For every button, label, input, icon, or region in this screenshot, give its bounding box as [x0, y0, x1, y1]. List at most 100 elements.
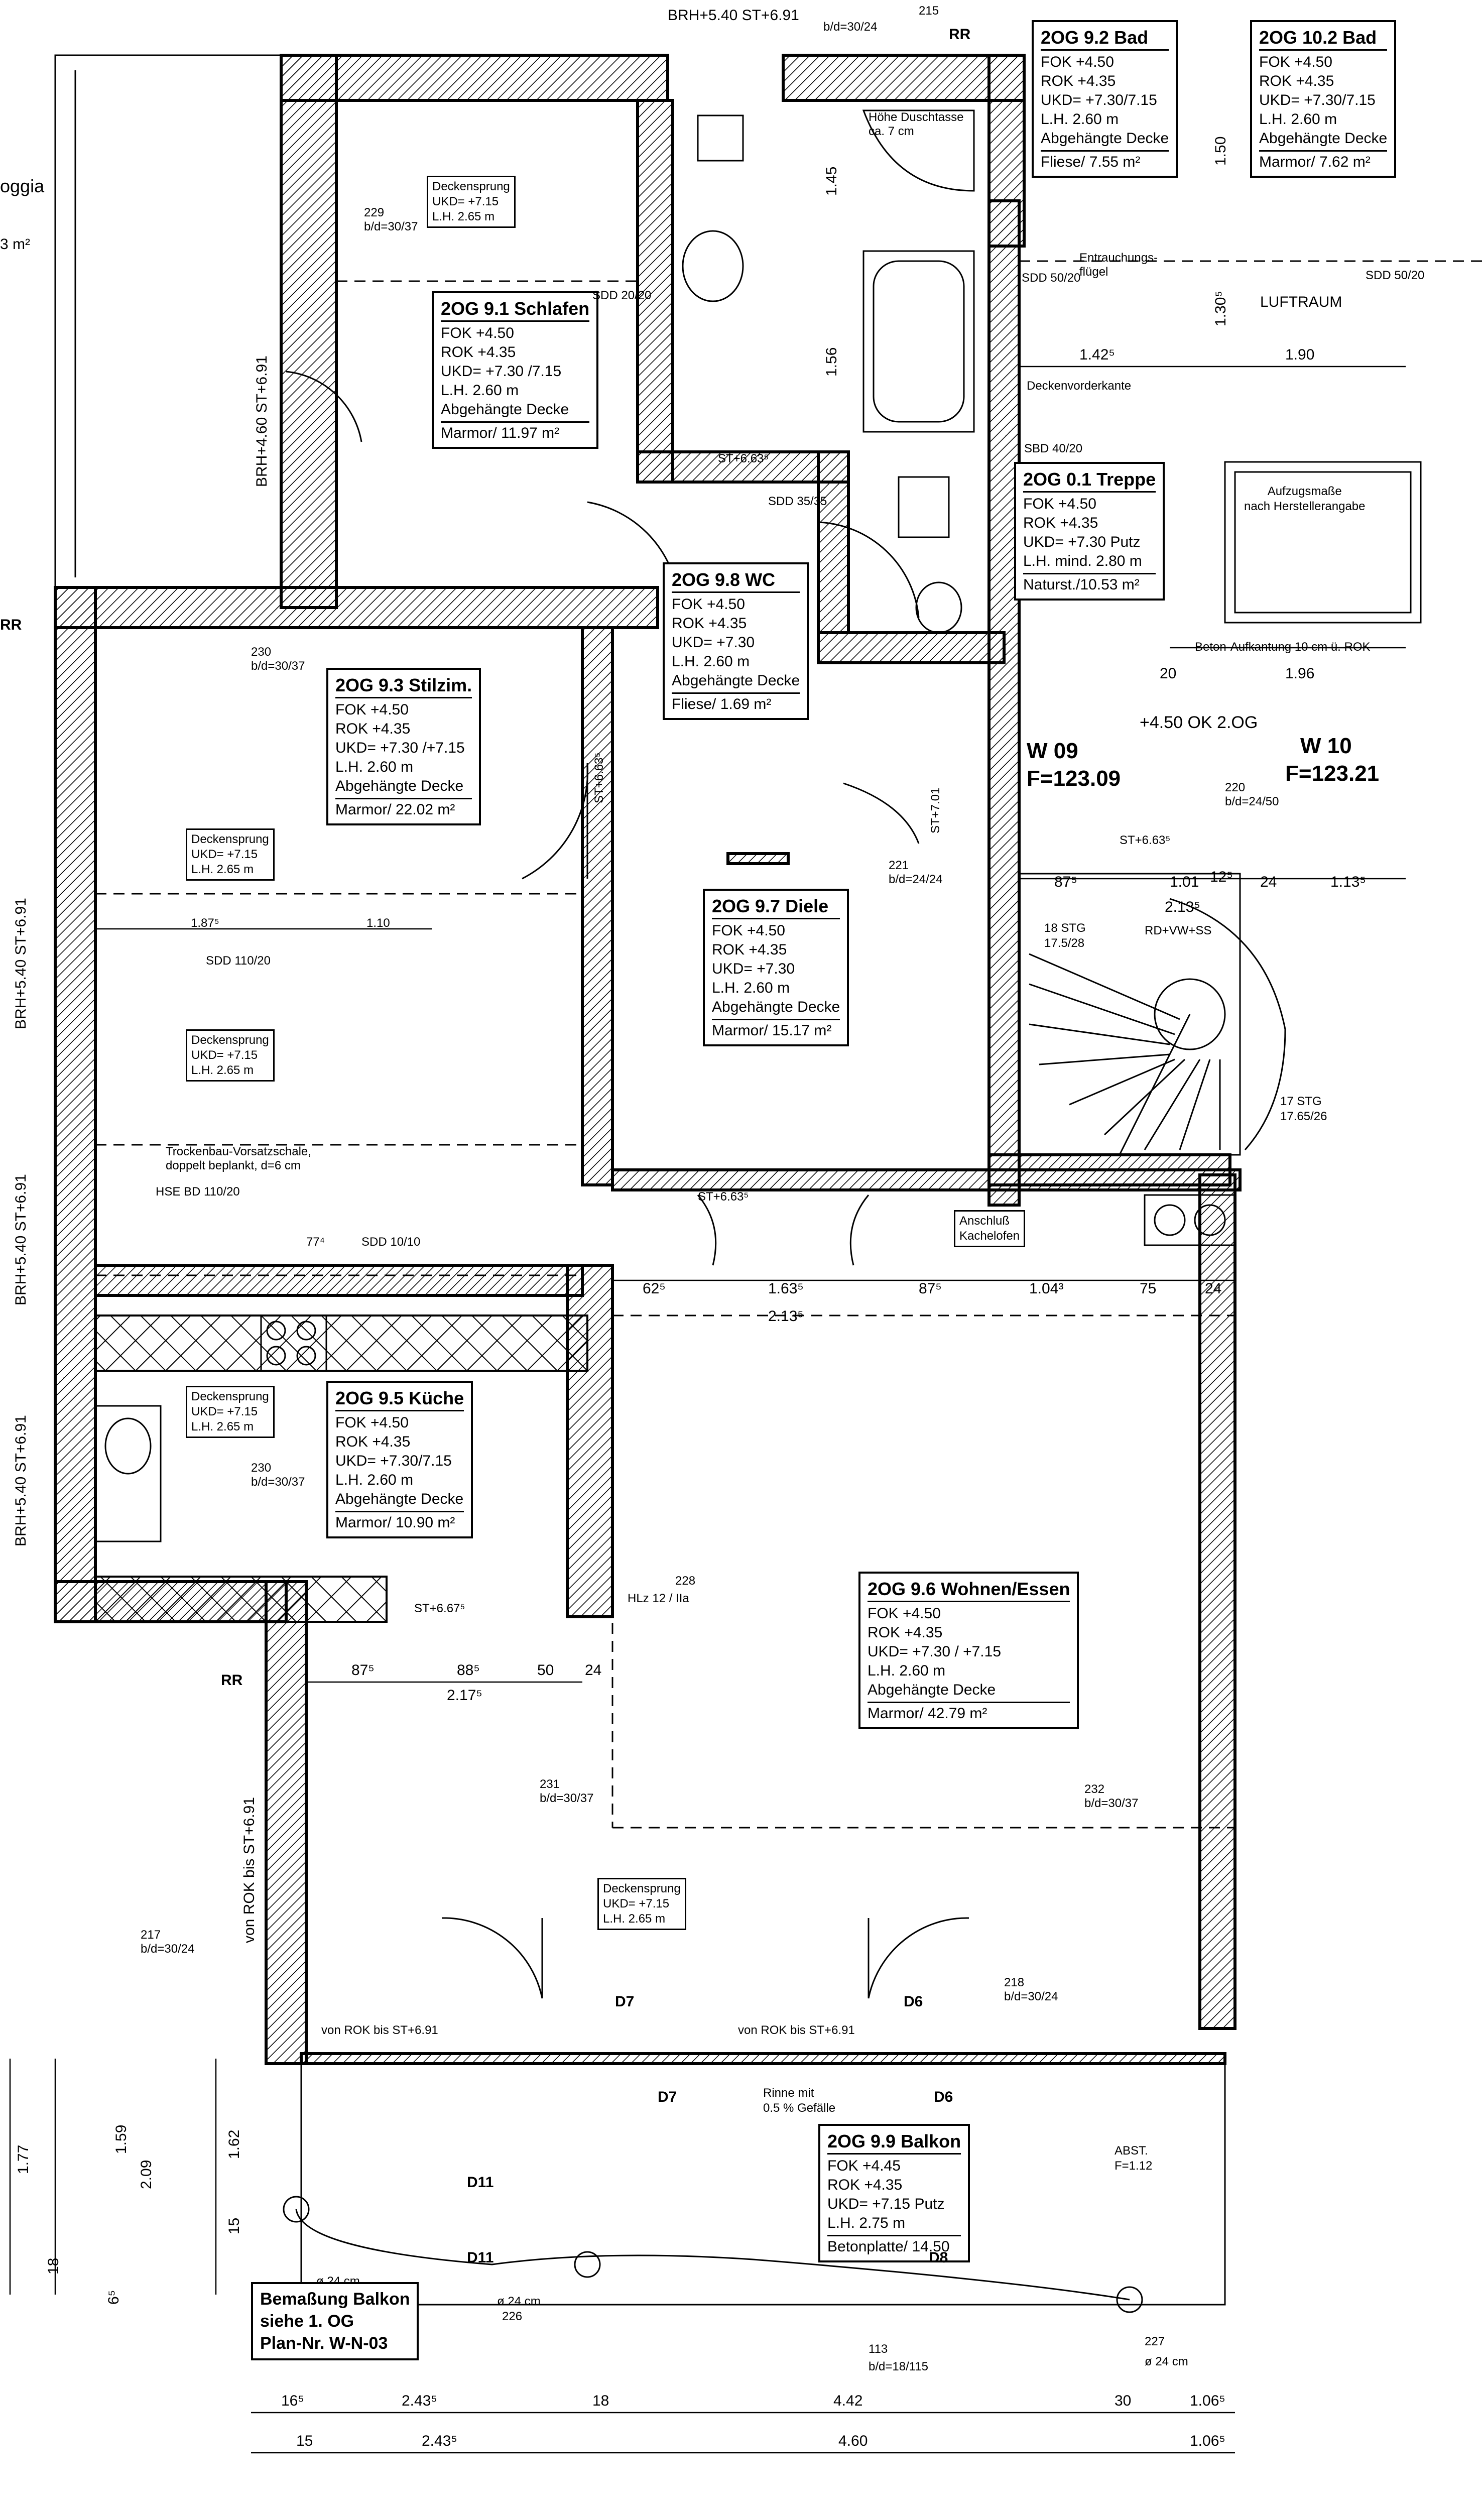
- sdd-35-35-label: SDD 35/35: [768, 495, 827, 508]
- lh: L.H. 2.60 m: [868, 1662, 946, 1679]
- trockenbau-note: Trockenbau-Vorsatzschale,doppelt beplank…: [166, 1145, 311, 1172]
- rok: ROK +4.35: [335, 1433, 411, 1450]
- dim-1-42: 1.42⁵: [1079, 346, 1115, 363]
- beton-aufkantung-label: Beton-Aufkantung 10 cm ü. ROK: [1195, 640, 1371, 654]
- washbasin: [682, 230, 744, 302]
- dim-1-96: 1.96: [1285, 665, 1315, 682]
- sdd-50-20-label: SDD 50/20: [1366, 269, 1425, 282]
- legend-line-2: siehe 1. OG: [260, 2312, 354, 2331]
- ukd: UKD= +7.30 / +7.15: [868, 1643, 1002, 1660]
- balcony-dimension-legend: Bemaßung Balkon siehe 1. OG Plan-Nr. W-N…: [251, 2282, 419, 2360]
- legend-line-1: Bemaßung Balkon: [260, 2290, 410, 2309]
- ceiling-lines: [95, 260, 1484, 1829]
- door-d7-bottom: D7: [658, 2089, 677, 2105]
- dim-24-a: 24: [1260, 874, 1277, 890]
- floor: Marmor/ 42.79 m²: [868, 1702, 1070, 1723]
- ukd: UKD= +7.30/7.15: [335, 1453, 452, 1469]
- lh: L.H. 2.60 m: [335, 1472, 414, 1488]
- sbd-40-20-label: SBD 40/20: [1024, 442, 1083, 455]
- dim-1-90: 1.90: [1285, 346, 1315, 363]
- lh: L.H. 2.60 m: [335, 759, 414, 775]
- ceiling: Abgehängte Decke: [868, 1682, 996, 1698]
- st-701-vertical: ST+7.01: [929, 787, 942, 833]
- lh: L.H. mind. 2.80 m: [1023, 553, 1142, 569]
- stairs-17-detail: 17.65/26: [1280, 1110, 1327, 1123]
- sink: [94, 1405, 162, 1542]
- sdd-50-20-left-label: SDD 50/20: [1022, 271, 1081, 285]
- w09-label: W 09: [1027, 739, 1078, 763]
- lh: L.H. 2.75 m: [827, 2215, 906, 2231]
- left-dim-6: 6⁵: [105, 2290, 122, 2305]
- lh: L.H. 2.60 m: [672, 653, 750, 670]
- floor: Fliese/ 7.55 m²: [1041, 150, 1169, 172]
- dim-50: 50: [537, 1662, 554, 1679]
- ukd: UKD= +7.30/7.15: [1259, 92, 1376, 108]
- dim-62: 62⁵: [643, 1280, 666, 1297]
- dim-1-87: 1.87⁵: [191, 916, 219, 930]
- downpipe-226-diameter: ø 24 cm: [497, 2295, 541, 2308]
- rd-vw-ss-label: RD+VW+SS: [1145, 924, 1212, 937]
- fok: FOK +4.50: [441, 325, 514, 341]
- sdd-20-20-label: SDD 20/20: [592, 289, 652, 302]
- dim-2-13-a: 2.13⁵: [1165, 899, 1200, 915]
- level-ok-label: +4.50 OK 2.OG: [1140, 713, 1258, 732]
- bottom-dim-16: 16⁵: [281, 2393, 304, 2409]
- brh-vertical-4: BRH+4.60 ST+6.91: [254, 355, 270, 487]
- ukd: UKD= +7.30: [712, 961, 795, 977]
- ukd: UKD= +7.30 /+7.15: [335, 740, 465, 756]
- bottom-dim-2-43-a: 2.43⁵: [402, 2393, 437, 2409]
- legend-line-3: Plan-Nr. W-N-03: [260, 2334, 388, 2353]
- w09-area: F=123.09: [1027, 766, 1121, 791]
- door-d11-top: D11: [467, 2174, 494, 2191]
- dim-87-b: 87⁵: [919, 1280, 942, 1297]
- bath-dim-1-50: 1.50: [1212, 136, 1229, 166]
- bathtub: [862, 250, 975, 433]
- von-rok-vertical: von ROK bis ST+6.91: [241, 1797, 258, 1943]
- ukd: UKD= +7.15 Putz: [827, 2196, 945, 2212]
- bottom-dim-4-42: 4.42: [833, 2393, 863, 2409]
- door-d8: D8: [929, 2249, 948, 2266]
- floor: Naturst./10.53 m²: [1023, 573, 1156, 594]
- dim-2-17: 2.17⁵: [447, 1687, 482, 1704]
- entrauchung-note: Entrauchungs-flügel: [1079, 251, 1158, 279]
- bottom-dim-4-60: 4.60: [838, 2433, 868, 2449]
- rok: ROK +4.35: [868, 1624, 943, 1641]
- ceiling: Abgehängte Decke: [672, 672, 800, 689]
- stairs-18-label: 18 STG: [1044, 921, 1086, 935]
- lh: L.H. 2.60 m: [1041, 111, 1119, 128]
- stairs-17-label: 17 STG: [1280, 1095, 1322, 1108]
- st-663-label-b: ST+6.63⁵: [698, 1190, 749, 1204]
- st-663-label-c: ST+6.63⁵: [718, 452, 769, 465]
- rinne-label: Rinne mit: [763, 2086, 814, 2100]
- doors: [286, 371, 969, 1999]
- room-title: 2OG 9.6 Wohnen/Essen: [868, 1578, 1070, 1602]
- dim-24-b: 24: [1205, 1280, 1222, 1297]
- ceiling: Abgehängte Decke: [335, 1491, 464, 1507]
- dim-1-10: 1.10: [366, 916, 390, 930]
- left-dim-1-62: 1.62: [226, 2129, 242, 2159]
- dim-77: 77⁴: [306, 1235, 325, 1249]
- toilet: [697, 114, 744, 162]
- loggia-area: [54, 54, 282, 588]
- rok: ROK +4.35: [827, 2177, 903, 2193]
- ceiling: Abgehängte Decke: [1041, 130, 1169, 147]
- hlz-label: HLz 12 / IIa: [628, 1592, 689, 1605]
- balcony-curve: [295, 2209, 1130, 2301]
- fok: FOK +4.50: [1259, 54, 1332, 70]
- w10-label: W 10: [1300, 734, 1352, 758]
- rr-left-label: RR: [0, 617, 22, 633]
- dim-2-13-b: 2.13⁵: [768, 1308, 804, 1325]
